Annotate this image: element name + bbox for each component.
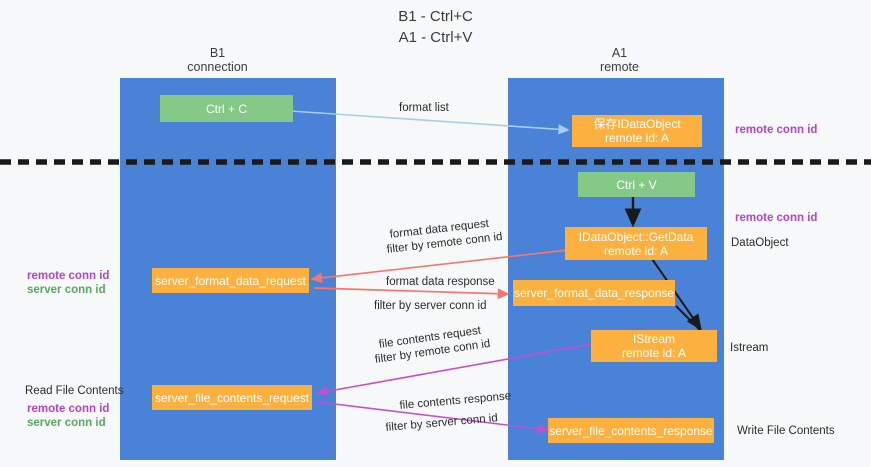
annotation-right-remote-conn-id-top: remote conn id: [735, 124, 818, 136]
node-ctrl-v[interactable]: Ctrl + V: [578, 172, 695, 197]
node-server-file-contents-response[interactable]: server_file_contents_response: [548, 418, 714, 443]
node-server-format-data-response-label: server_format_data_response: [513, 286, 675, 300]
node-server-file-contents-response-label: server_file_contents_response: [549, 423, 713, 438]
node-idataobject-getdata-line-1: IDataObject::GetData: [578, 229, 694, 244]
node-server-format-data-request-label: server_format_data_request: [155, 273, 306, 288]
edge-label-format-data-response: format data response: [386, 276, 495, 288]
annotation-left-read-file-contents: Read File Contents: [25, 385, 124, 397]
node-server-format-data-request[interactable]: server_format_data_request: [152, 268, 309, 293]
annotation-left-remote-conn-id-2: remote conn id: [27, 403, 110, 415]
filter-prefix: filter by: [374, 300, 415, 312]
edge-label-file-contents-response-filter: filter by server conn id: [385, 411, 498, 435]
filter-key-server-conn-id: server conn id: [414, 300, 487, 312]
node-server-file-contents-request[interactable]: server_file_contents_request: [152, 385, 312, 410]
annotation-right-write-file-contents: Write File Contents: [737, 425, 835, 437]
annotation-left-server-conn-id-2: server conn id: [27, 417, 106, 429]
node-istream[interactable]: IStream remote id: A: [591, 330, 717, 362]
node-istream-line-2: remote id: A: [621, 346, 687, 360]
edge-label-file-contents-response: file contents response: [399, 390, 512, 412]
edge-label-format-list: format list: [399, 102, 449, 114]
node-ctrl-c-label: Ctrl + C: [205, 101, 247, 116]
filter-key-server-conn-id: server conn id: [425, 412, 499, 431]
page-title: B1 - Ctrl+C A1 - Ctrl+V: [0, 6, 871, 48]
node-ctrl-c[interactable]: Ctrl + C: [160, 95, 293, 122]
lane-header-b1-title: B1: [209, 46, 226, 60]
edge-label-format-data-response-filter: filter by server conn id: [374, 299, 487, 313]
annotation-right-istream: Istream: [730, 342, 769, 354]
annotation-right-dataobject: DataObject: [731, 237, 789, 249]
filter-prefix: filter by: [385, 418, 427, 434]
annotation-right-remote-conn-id-mid: remote conn id: [735, 212, 818, 224]
node-server-file-contents-request-label: server_file_contents_request: [154, 390, 310, 405]
annotation-left-remote-conn-id-1: remote conn id: [27, 270, 110, 282]
lane-header-b1-subtitle: connection: [187, 60, 248, 74]
node-istream-line-1: IStream: [632, 332, 675, 346]
lane-header-b1: B1 connection: [150, 46, 285, 74]
node-idataobject-getdata-line-2: remote id: A: [603, 243, 669, 258]
lane-header-a1: A1 remote: [552, 46, 687, 74]
node-save-idataobject-line-1: 保存IDataObject: [593, 117, 681, 131]
node-server-format-data-response[interactable]: server_format_data_response: [513, 280, 675, 306]
node-ctrl-v-label: Ctrl + V: [616, 177, 657, 192]
node-save-idataobject[interactable]: 保存IDataObject remote id: A: [572, 115, 702, 147]
page-title-line-1: B1 - Ctrl+C: [398, 8, 473, 25]
filter-prefix: filter by: [386, 239, 428, 256]
lane-header-a1-title: A1: [611, 46, 628, 60]
annotation-left-server-conn-id-1: server conn id: [27, 284, 106, 296]
node-idataobject-getdata[interactable]: IDataObject::GetData remote id: A: [565, 227, 707, 260]
page-title-line-2: A1 - Ctrl+V: [398, 29, 473, 46]
node-save-idataobject-line-2: remote id: A: [604, 131, 670, 145]
filter-prefix: filter by: [374, 348, 416, 366]
lane-header-a1-subtitle: remote: [600, 60, 639, 74]
